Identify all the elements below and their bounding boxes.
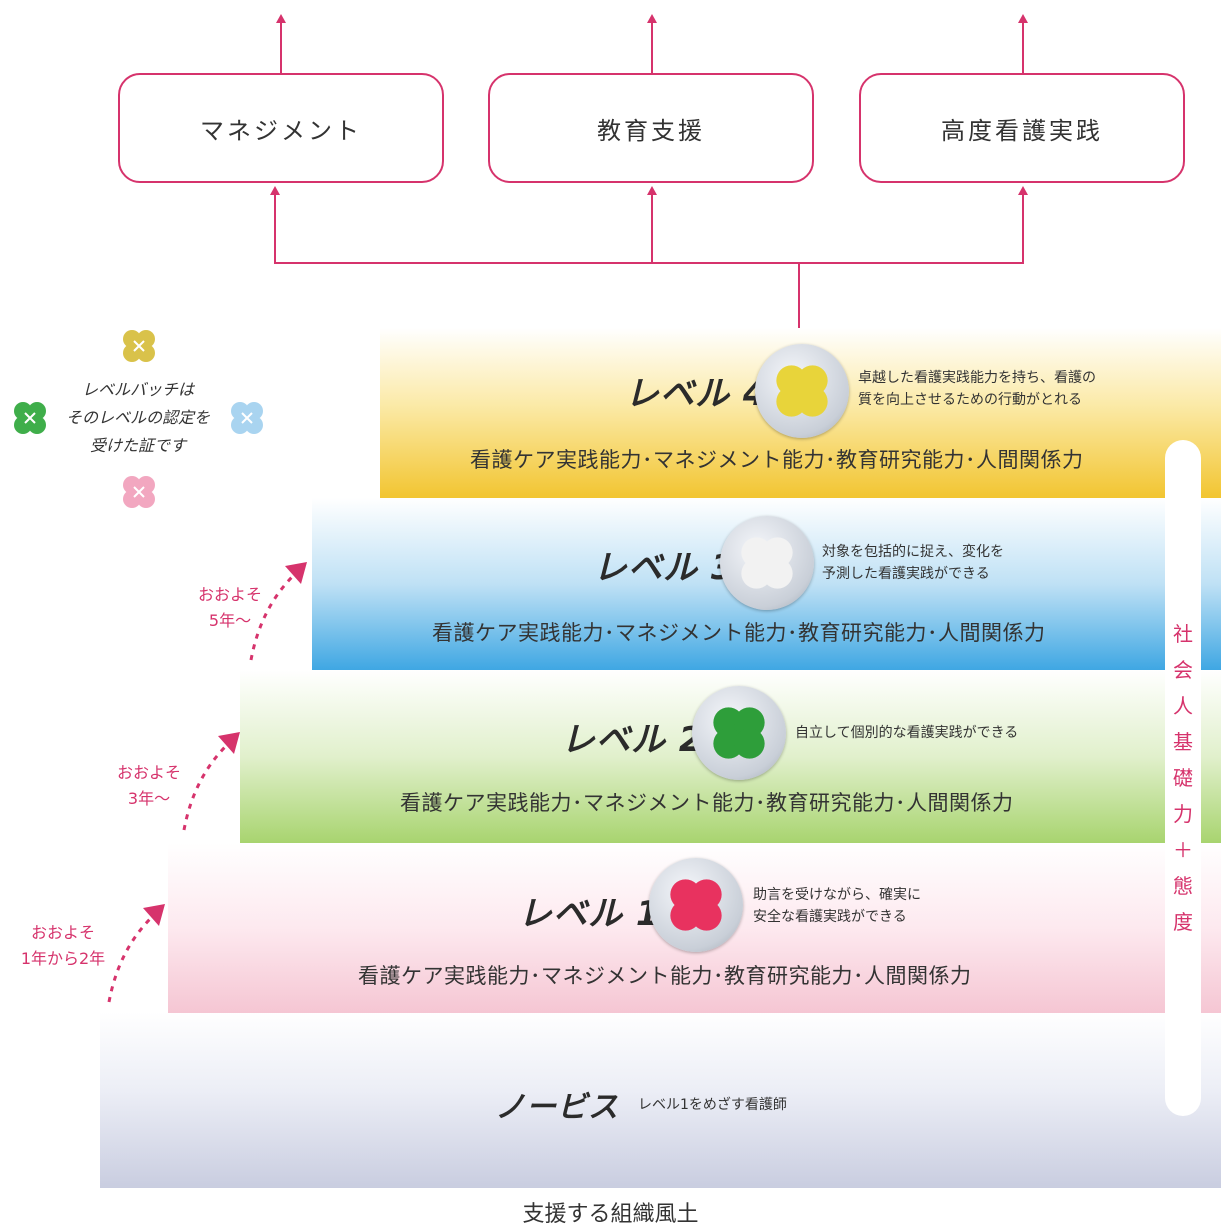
duration-label-5y: おおよそ 5年〜 <box>180 582 280 634</box>
duration-line: 3年〜 <box>127 789 171 808</box>
level3-clover-icon <box>741 537 793 589</box>
level3-title: レベル 3 <box>593 548 736 588</box>
career-box-advanced-practice: 高度看護実践 <box>859 73 1185 183</box>
desc-line: 対象を包括的に捉え、変化を <box>822 544 1004 560</box>
duration-line: 5年〜 <box>208 611 252 630</box>
clover-leaves <box>741 537 793 589</box>
legend-clover-gold-icon <box>123 330 155 362</box>
level4-title: レベル 4 <box>625 374 768 414</box>
level2-clover-icon <box>713 707 765 759</box>
level3-abilities: 看護ケア実践能力･マネジメント能力･教育研究能力･人間関係力 <box>432 621 1046 645</box>
desc-line: 卓越した看護実践能力を持ち、看護の <box>858 370 1096 386</box>
duration-line: おおよそ <box>30 923 95 942</box>
career-box-education: 教育支援 <box>488 73 814 183</box>
level2-abilities: 看護ケア実践能力･マネジメント能力･教育研究能力･人間関係力 <box>400 791 1014 815</box>
novice-title: ノービス <box>495 1090 619 1125</box>
duration-line: おおよそ <box>116 763 181 782</box>
vertical-label: 社 会 人 基 礎 力 ＋ 態 度 <box>1165 616 1201 940</box>
legend-clover-green-icon <box>14 402 46 434</box>
duration-arrow-5y-icon <box>249 562 307 661</box>
vertical-char: 人 <box>1173 694 1193 718</box>
level2-description: 自立して個別的な看護実践ができる <box>795 722 1018 744</box>
level4-badge <box>755 344 849 438</box>
career-label: 高度看護実践 <box>941 116 1103 145</box>
vertical-char: 度 <box>1173 910 1193 934</box>
duration-label-3y: おおよそ 3年〜 <box>104 760 194 812</box>
vertical-char: ＋ <box>1173 838 1193 862</box>
legend-line: 受けた証です <box>89 436 186 455</box>
novice-band <box>100 1012 1221 1188</box>
level1-title: レベル 1 <box>518 894 661 934</box>
level1-badge <box>649 858 743 952</box>
clover-leaves <box>670 879 722 931</box>
duration-arrow-3y-icon <box>182 732 240 831</box>
vertical-char: 礎 <box>1173 766 1193 790</box>
vertical-char: 会 <box>1173 658 1193 682</box>
vertical-char: 態 <box>1173 874 1193 898</box>
level4-description: 卓越した看護実践能力を持ち、看護の 質を向上させるための行動がとれる <box>858 367 1096 411</box>
vertical-char: 力 <box>1173 802 1193 826</box>
footer-caption: 支援する組織風土 <box>522 1202 699 1227</box>
desc-line: 安全な看護実践ができる <box>753 909 907 925</box>
desc-line: 自立して個別的な看護実践ができる <box>795 725 1019 741</box>
duration-arrow-1y-icon <box>107 904 165 1003</box>
duration-line: おおよそ <box>197 585 262 604</box>
level3-description: 対象を包括的に捉え、変化を 予測した看護実践ができる <box>822 541 1004 585</box>
legend-line: そのレベルの認定を <box>65 408 210 427</box>
duration-label-1y: おおよそ 1年から2年 <box>8 920 118 972</box>
level4-clover-icon <box>776 365 828 417</box>
social-basics-bar: 社 会 人 基 礎 力 ＋ 態 度 <box>1165 440 1201 1116</box>
legend-line: レベルバッチは <box>81 380 194 399</box>
level2-badge <box>692 686 786 780</box>
level1-clover-icon <box>670 879 722 931</box>
legend-clover-blue-icon <box>231 402 263 434</box>
vertical-char: 社 <box>1173 622 1193 646</box>
desc-line: 予測した看護実践ができる <box>822 566 990 582</box>
clover-leaves <box>776 365 828 417</box>
career-box-management: マネジメント <box>118 73 444 183</box>
vertical-char: 基 <box>1173 730 1193 754</box>
desc-line: 質を向上させるための行動がとれる <box>858 392 1082 408</box>
legend-text: レベルバッチは そのレベルの認定を 受けた証です <box>28 376 248 460</box>
desc-line: 助言を受けながら、確実に <box>753 887 921 903</box>
duration-line: 1年から2年 <box>20 949 106 968</box>
novice-description: レベル1をめざす看護師 <box>638 1097 787 1113</box>
level3-badge <box>720 516 814 610</box>
career-label: 教育支援 <box>597 116 705 145</box>
legend-clover-pink-icon <box>123 476 155 508</box>
level1-description: 助言を受けながら、確実に 安全な看護実践ができる <box>753 884 921 928</box>
career-label: マネジメント <box>200 116 362 145</box>
level4-abilities: 看護ケア実践能力･マネジメント能力･教育研究能力･人間関係力 <box>470 448 1084 472</box>
level2-title: レベル 2 <box>561 720 704 760</box>
clover-leaves <box>713 707 765 759</box>
level1-abilities: 看護ケア実践能力･マネジメント能力･教育研究能力･人間関係力 <box>358 964 972 988</box>
